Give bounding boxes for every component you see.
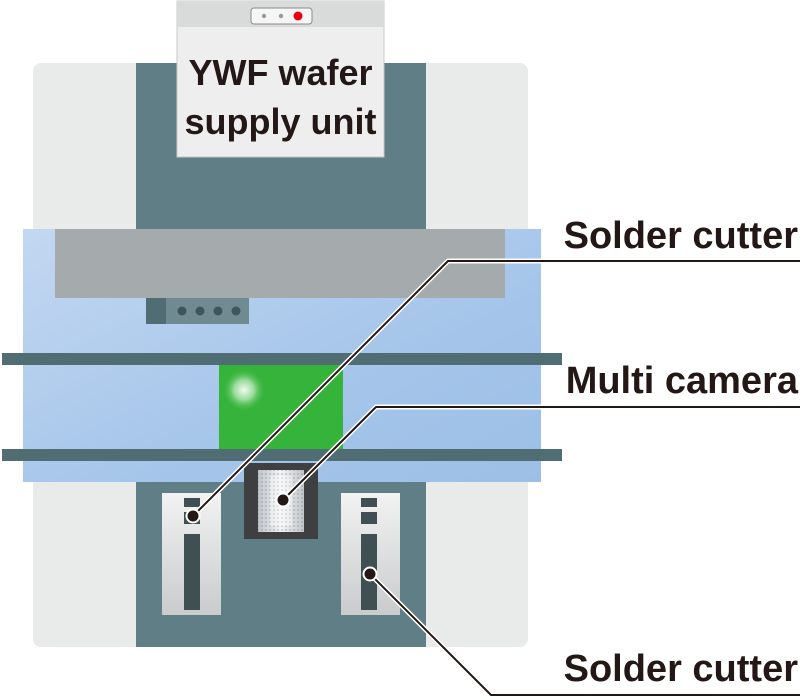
lower-rail <box>2 449 562 461</box>
wafer-supply-unit: YWF wafer supply unit <box>176 0 385 158</box>
indicator-light-on-icon <box>293 11 303 21</box>
leader-lines <box>191 258 800 698</box>
indicator-light-off-icon <box>261 13 267 19</box>
pointer-dot-icon <box>275 492 291 508</box>
callout-multi-camera: Multi camera <box>566 360 799 402</box>
unit-label-line1: YWF wafer <box>188 52 372 93</box>
callout-solder-cutter-top: Solder cutter <box>564 215 799 257</box>
leader-top-cutter <box>192 260 800 517</box>
stage-highlight <box>222 368 266 412</box>
gantry-beam <box>55 229 505 298</box>
upper-rail <box>2 353 562 365</box>
leader-bottom-cutter <box>369 573 800 696</box>
leader-camera <box>282 406 800 501</box>
indicator-light-off-icon <box>278 13 284 19</box>
pointer-dot-icon <box>362 566 378 582</box>
callout-solder-cutter-bottom: Solder cutter <box>564 648 799 690</box>
head-module <box>146 298 249 324</box>
pointer-dot-icon <box>185 508 201 524</box>
unit-label-line2: supply unit <box>185 101 377 142</box>
